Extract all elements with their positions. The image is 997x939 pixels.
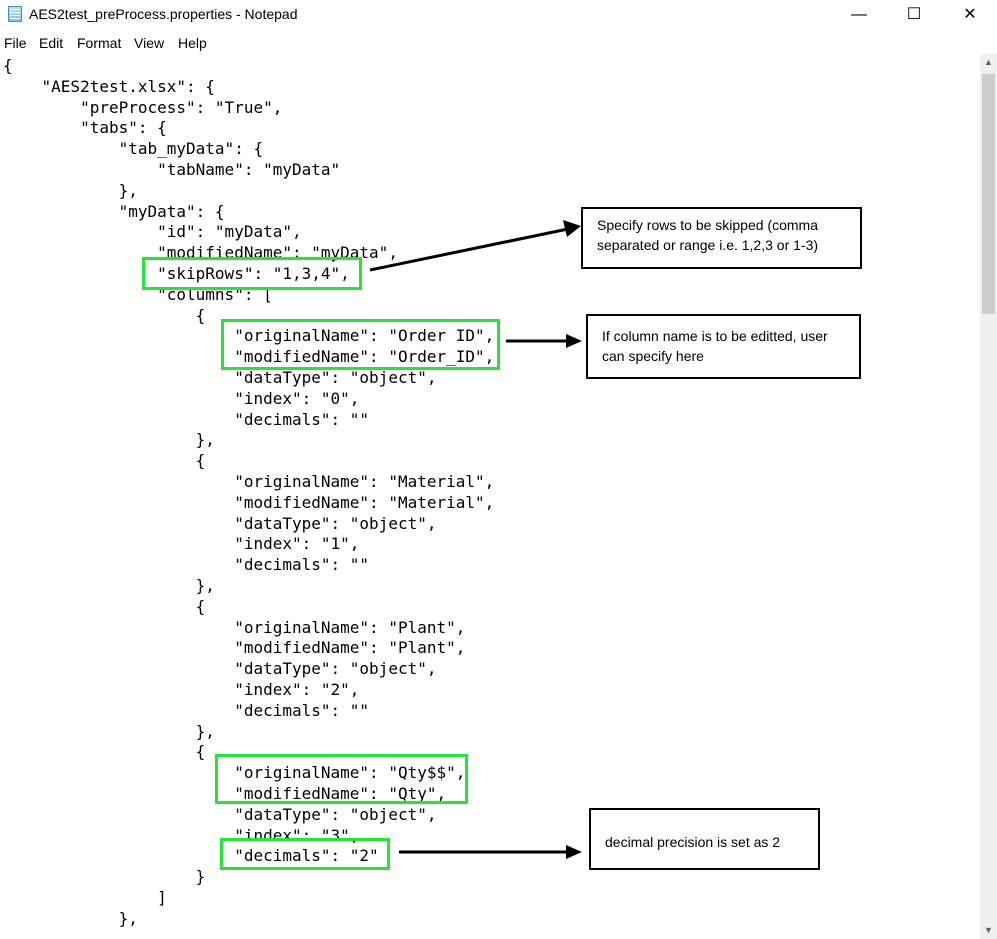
vertical-scrollbar[interactable]: ▲ ▼ — [980, 54, 997, 939]
title-bar: AES2test_preProcess.properties - Notepad… — [0, 0, 997, 30]
skiprows-callout: Specify rows to be skipped (comma separa… — [581, 207, 862, 269]
editor-line: }, — [3, 576, 215, 595]
close-button[interactable]: ✕ — [963, 6, 977, 23]
editor-line: "index": "0", — [3, 388, 360, 408]
editor-line: }, — [3, 430, 215, 450]
skiprows-arrow — [369, 227, 569, 272]
scroll-thumb[interactable] — [982, 74, 995, 314]
editor-line: "decimals": "" — [3, 700, 370, 720]
editor-line: { — [3, 742, 206, 762]
editor-line: "originalName": "Qty$$", — [3, 763, 466, 783]
editor-line: "decimals": "2" — [3, 846, 379, 866]
editor-line: "decimals": "" — [3, 555, 370, 575]
editor-line: "modifiedName": "Plant", — [3, 638, 466, 658]
maximize-button[interactable]: ☐ — [906, 6, 922, 23]
scroll-up-arrow-icon[interactable]: ▲ — [984, 57, 993, 67]
editor-line: "dataType": "object", — [3, 368, 437, 387]
editor-line: { — [3, 305, 206, 325]
editor-line: "modifiedName": "Qty", — [3, 784, 447, 803]
editor-line: "tab_myData": { — [3, 139, 264, 159]
editor-line: "AES2test.xlsx": { — [3, 76, 215, 96]
menu-format[interactable]: Format — [77, 35, 122, 51]
column-name-callout: If column name is to be editted, user ca… — [586, 314, 861, 379]
editor-line: "originalName": "Material", — [3, 472, 495, 491]
editor-line: } — [3, 867, 206, 887]
column-name-highlight — [221, 319, 500, 370]
editor-line: "dataType": "object", — [3, 513, 437, 533]
editor-line: "decimals": "" — [3, 409, 370, 429]
editor-line: }, — [3, 908, 138, 928]
minimize-button[interactable]: — — [851, 6, 867, 23]
editor-line: { — [3, 596, 206, 616]
menu-file[interactable]: File — [4, 35, 27, 51]
editor-line: "modifiedName": "Material", — [3, 492, 495, 512]
editor-line: "modifiedName": "Order_ID", — [3, 347, 495, 367]
editor-line: "id": "myData", — [3, 222, 302, 242]
menu-view[interactable]: View — [134, 35, 165, 51]
editor-line: "dataType": "object", — [3, 659, 437, 679]
editor-line: "skipRows": "1,3,4", — [3, 264, 350, 283]
skiprows-arrowhead-icon — [563, 220, 581, 237]
editor-line: "preProcess": "True", — [3, 97, 283, 117]
menu-bar: File Edit Format View Help — [0, 33, 997, 53]
column-name-arrowhead-icon — [566, 334, 582, 348]
editor-line: }, — [3, 721, 215, 741]
editor-line: "myData": { — [3, 201, 225, 221]
decimals-arrowhead-icon — [566, 845, 582, 859]
notepad-icon — [8, 6, 22, 22]
editor-line: { — [3, 56, 13, 75]
decimals-callout: decimal precision is set as 2 — [589, 808, 820, 870]
window-title: AES2test_preProcess.properties - Notepad — [29, 6, 298, 22]
editor-line: "index": "1", — [3, 534, 360, 554]
editor-line: "tabs": { — [3, 118, 167, 138]
decimals-highlight — [220, 838, 390, 870]
editor-line: }, — [3, 180, 138, 200]
editor-line: ] — [3, 888, 167, 907]
editor-line: "originalName": "Plant", — [3, 617, 466, 637]
menu-help[interactable]: Help — [178, 35, 207, 51]
editor-line: { — [3, 451, 206, 471]
qty-name-highlight — [215, 754, 468, 804]
editor-line: "index": "2", — [3, 680, 360, 699]
scroll-down-arrow-icon[interactable]: ▼ — [984, 925, 993, 935]
editor-line: "tabName": "myData" — [3, 160, 341, 179]
skiprows-highlight — [142, 257, 362, 290]
menu-edit[interactable]: Edit — [39, 35, 64, 51]
editor-line: "originalName": "Order ID", — [3, 326, 495, 346]
editor-line: "dataType": "object", — [3, 804, 437, 824]
